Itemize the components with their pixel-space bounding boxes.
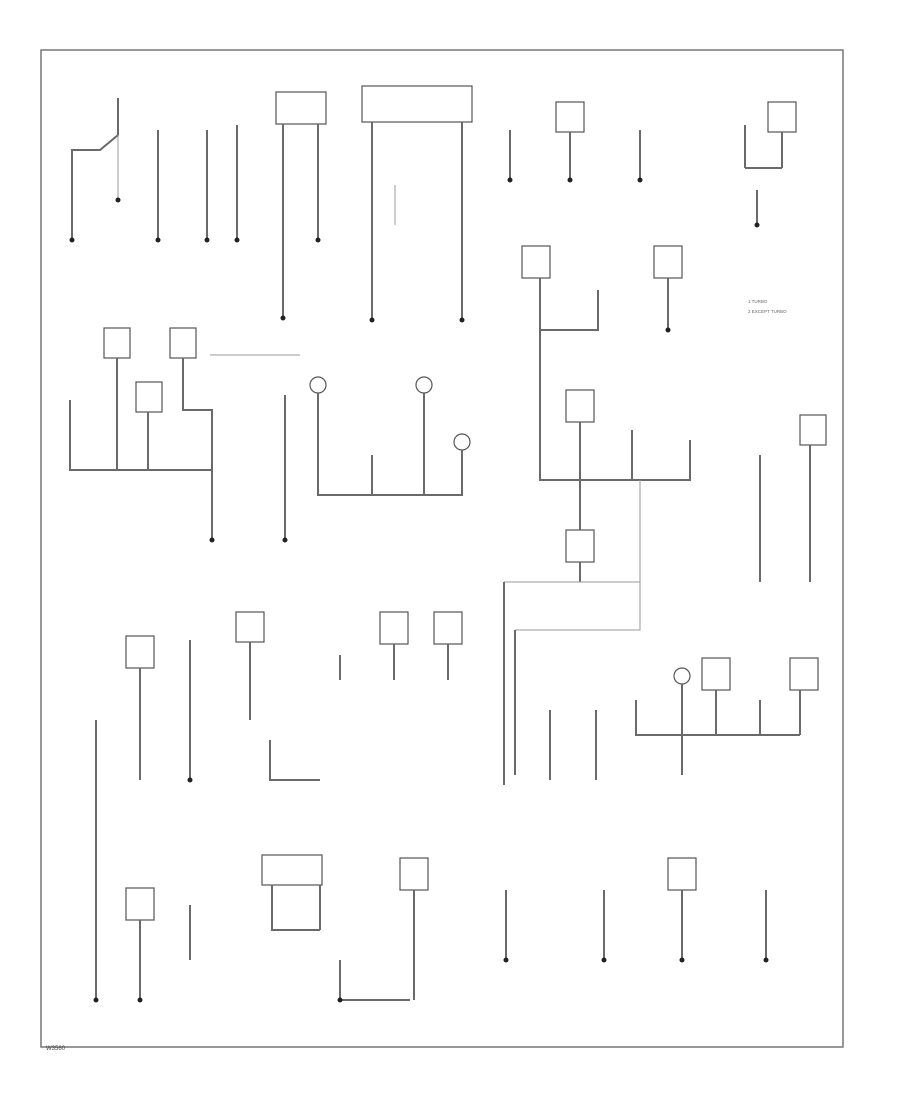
ground-circuit-transmission [125,635,193,783]
ground-bus-bottom-center-right [503,480,641,785]
ground-circuit-bottom-center [261,854,429,1003]
ground-circuit-sensor-3 [637,130,643,183]
ground-circuit-center-row3 [235,611,463,781]
legend-item-1: 1 TURBO [748,299,768,304]
diagram-border [40,49,844,1048]
legend: 1 TURBO 2 EXCEPT TURBO [748,299,787,314]
ground-circuit-bottom-left [125,887,191,1003]
ground-bus-right-middle [539,330,691,582]
ground-circuit-sensor-1 [507,130,513,183]
ground-circuit-green-left [282,395,288,543]
ground-bus-center-middle [210,354,471,496]
component-module-top [275,91,327,321]
component-sensor-2 [555,101,585,183]
ground-circuit-bottom-right [503,857,769,963]
ground-circuit-battery-switch [69,98,121,243]
ground-bus-left-middle [69,327,215,543]
component-sensor-4 [744,101,797,228]
component-oxygen-sensor [521,245,683,333]
component-control-module [361,85,473,323]
ground-circuit-yellow-1 [155,130,161,243]
ground-circuit-right-a [759,414,827,582]
ground-circuit-left-bottom [93,720,99,1003]
legend-item-2: 2 EXCEPT TURBO [748,309,787,314]
ground-bus-right-row3 [549,657,819,780]
ground-circuit-yellow-2 [204,130,210,243]
ground-circuit-headlamp [234,125,240,243]
diagram-code: W3560 [46,1046,66,1052]
